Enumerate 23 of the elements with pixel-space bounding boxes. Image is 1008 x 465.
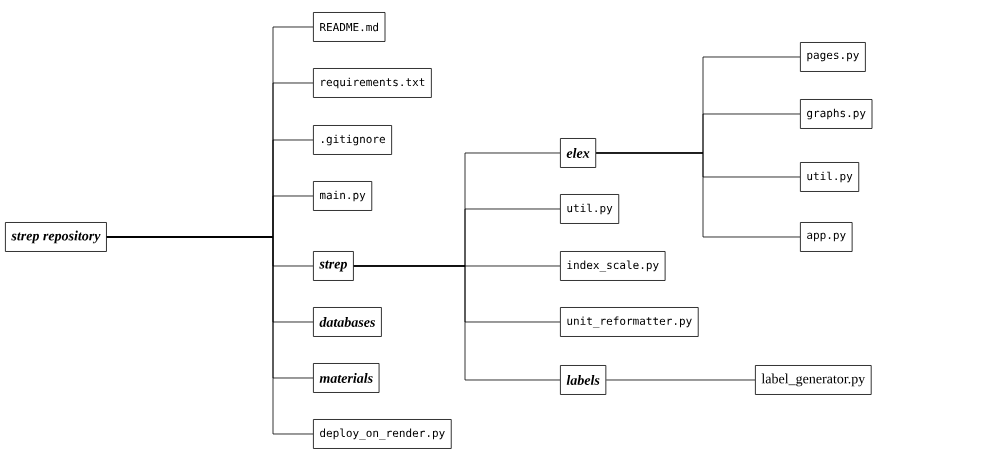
file-box: pages.py (800, 42, 866, 72)
folder-box: strep repository (5, 222, 107, 252)
file-box: app.py (800, 222, 853, 252)
file-box: deploy_on_render.py (313, 419, 452, 449)
file-box: label_generator.py (755, 365, 872, 395)
connector-line (595, 152, 801, 238)
connector-line (605, 379, 756, 381)
file-box: util.py (560, 194, 620, 224)
file-box: .gitignore (313, 125, 393, 155)
folder-box: elex (560, 138, 597, 168)
connector-line (106, 236, 314, 435)
file-box: requirements.txt (313, 68, 432, 98)
folder-box: materials (313, 363, 380, 393)
file-box: main.py (313, 181, 373, 211)
file-box: graphs.py (800, 99, 873, 129)
file-box: README.md (313, 12, 386, 42)
file-box: unit_reformatter.py (560, 307, 699, 337)
file-box: util.py (800, 162, 860, 192)
folder-box: strep (313, 251, 354, 281)
folder-box: labels (560, 365, 607, 395)
folder-box: databases (313, 307, 382, 337)
connector-line (353, 265, 561, 381)
file-box: index_scale.py (560, 251, 666, 281)
